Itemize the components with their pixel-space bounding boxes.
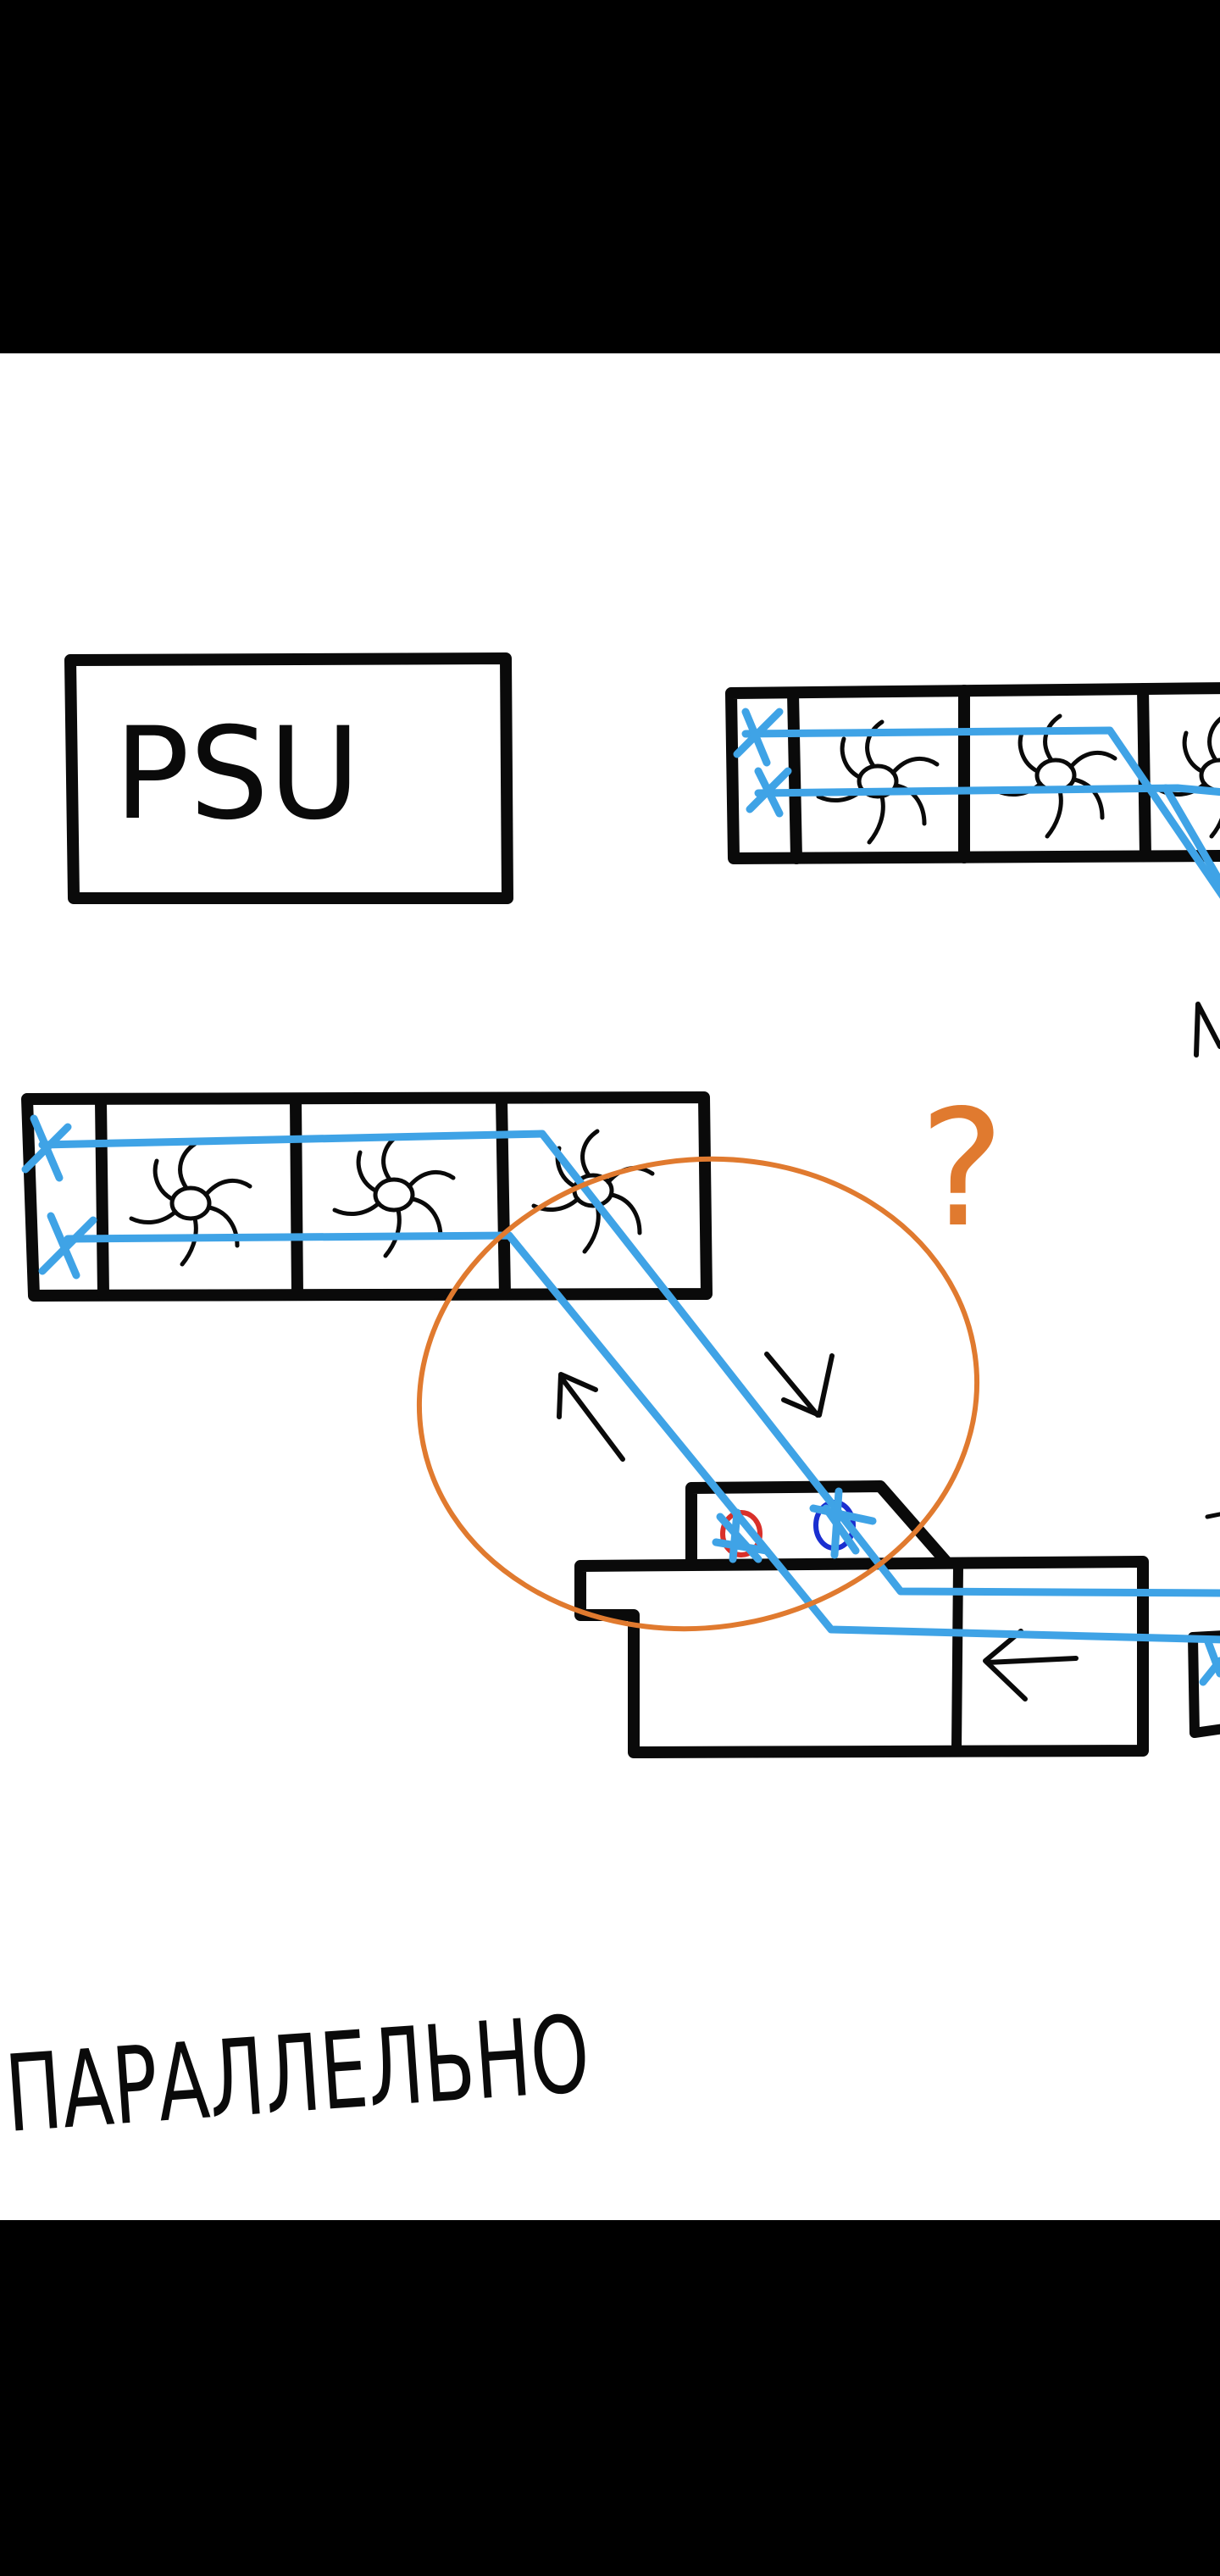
x-mark-icon — [746, 767, 792, 818]
arrow-up-icon — [1194, 1002, 1220, 1058]
x-mark-icon — [733, 708, 784, 767]
x-mark-icon — [809, 1487, 877, 1559]
hot-port-icon — [720, 1510, 762, 1557]
x-mark-icon — [1199, 1635, 1220, 1686]
arrow-up-left-icon — [557, 1372, 625, 1462]
tubing — [21, 708, 1220, 1686]
x-mark-icon — [38, 1212, 97, 1280]
arrow-down-right-icon — [764, 1352, 835, 1418]
x-mark-icon — [712, 1508, 771, 1563]
highlight-circle — [416, 1156, 980, 1632]
psu-block: PSU — [64, 652, 513, 904]
paper-area — [0, 353, 1220, 2220]
psu-label: PSU — [114, 701, 360, 848]
radiator-top-right — [725, 682, 1220, 864]
x-mark-icon — [21, 1114, 72, 1182]
stroke-mark — [1205, 1512, 1220, 1519]
arrow-left-icon — [983, 1629, 1079, 1702]
question-mark: ? — [919, 1075, 1005, 1263]
